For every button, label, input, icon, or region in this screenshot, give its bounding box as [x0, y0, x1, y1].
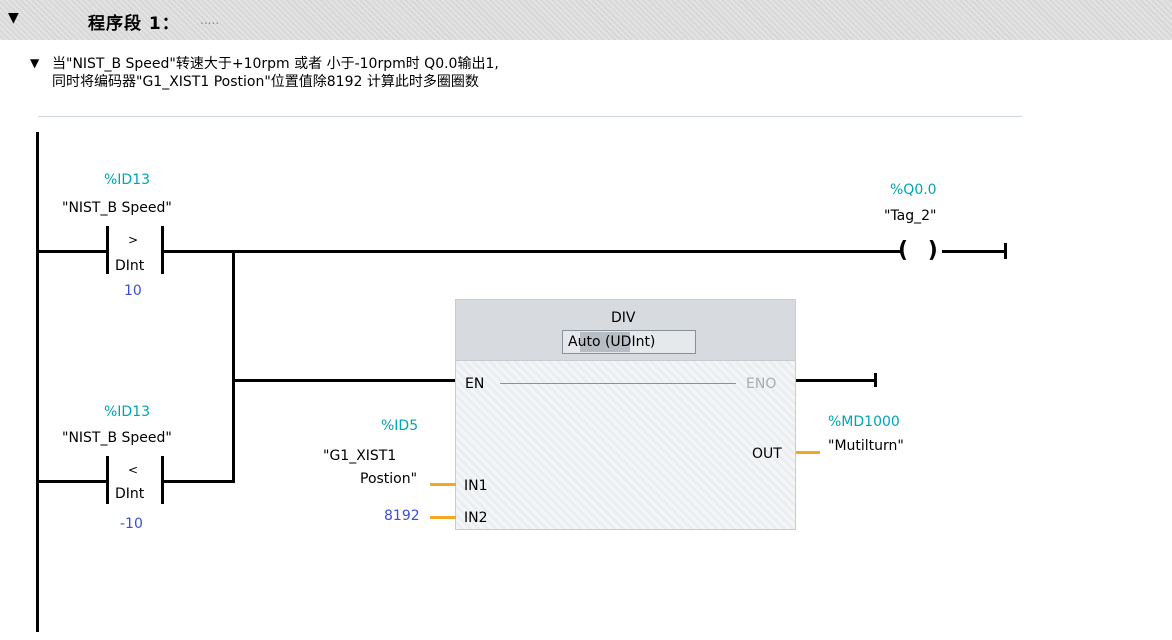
- comment-separator: [38, 116, 1022, 117]
- contact2-type[interactable]: DInt: [115, 486, 145, 502]
- contact1-address[interactable]: %ID13: [104, 172, 151, 188]
- contact2-address[interactable]: %ID13: [104, 404, 151, 420]
- in1-name-line1[interactable]: "G1_XIST1: [323, 448, 397, 464]
- rung2-wire-left: [38, 480, 106, 483]
- rung2-wire-right: [164, 480, 235, 483]
- div-in2-pin[interactable]: IN2: [464, 510, 488, 526]
- rung1-wire-mid: [164, 250, 902, 253]
- rung1-end: [1004, 243, 1007, 259]
- network-header: [0, 0, 1172, 40]
- eno-wire: [796, 379, 874, 382]
- network-title[interactable]: 程序段 1：: [88, 14, 180, 34]
- out-wire: [796, 451, 820, 454]
- in2-value[interactable]: 8192: [384, 508, 420, 524]
- en-eno-internal-line: [500, 383, 736, 384]
- network-title-placeholder[interactable]: .....: [200, 13, 220, 27]
- contact1-right-bar: [161, 226, 164, 274]
- div-block-name: DIV: [611, 310, 636, 326]
- div-type-label[interactable]: Auto (UDInt): [568, 334, 656, 350]
- rung1-wire-left: [38, 250, 106, 253]
- out-name[interactable]: "Mutilturn": [828, 438, 904, 454]
- or-branch-line: [232, 250, 235, 480]
- contact1-type[interactable]: DInt: [115, 258, 145, 274]
- out-address[interactable]: %MD1000: [828, 414, 900, 430]
- div-out-pin[interactable]: OUT: [752, 446, 782, 462]
- in1-address[interactable]: %ID5: [381, 418, 419, 434]
- branch-to-en-wire: [232, 379, 456, 382]
- power-rail: [36, 132, 39, 632]
- contact2-right-bar: [161, 456, 164, 504]
- contact2-operator: <: [128, 463, 139, 477]
- coil-address[interactable]: %Q0.0: [890, 182, 937, 198]
- eno-end: [874, 373, 877, 387]
- in2-wire: [430, 516, 456, 519]
- comment-line-2: 同时将编码器"G1_XIST1 Postion"位置值除8192 计算此时多圈圈…: [52, 74, 479, 90]
- div-en-pin[interactable]: EN: [465, 376, 485, 392]
- comment-collapse-icon[interactable]: ▼: [30, 56, 40, 70]
- contact1-left-bar: [106, 226, 109, 274]
- contact2-left-bar: [106, 456, 109, 504]
- network-collapse-icon[interactable]: ▼: [8, 10, 19, 26]
- contact2-value[interactable]: -10: [120, 516, 143, 532]
- in1-name-line2[interactable]: Postion": [360, 471, 418, 487]
- coil-symbol[interactable]: ( ): [898, 238, 944, 263]
- contact2-name[interactable]: "NIST_B Speed": [62, 430, 172, 446]
- div-in1-pin[interactable]: IN1: [464, 478, 488, 494]
- rung1-wire-right: [942, 250, 1004, 253]
- contact1-name[interactable]: "NIST_B Speed": [62, 200, 172, 216]
- in1-wire: [430, 483, 456, 486]
- comment-line-1: 当"NIST_B Speed"转速大于+10rpm 或者 小于-10rpm时 Q…: [52, 56, 499, 72]
- network-comment[interactable]: 当"NIST_B Speed"转速大于+10rpm 或者 小于-10rpm时 Q…: [52, 55, 752, 91]
- div-type-highlight: [580, 332, 630, 352]
- coil-name[interactable]: "Tag_2": [884, 208, 937, 224]
- contact1-operator: >: [128, 233, 139, 247]
- contact1-value[interactable]: 10: [124, 283, 142, 299]
- div-eno-pin[interactable]: ENO: [746, 376, 777, 392]
